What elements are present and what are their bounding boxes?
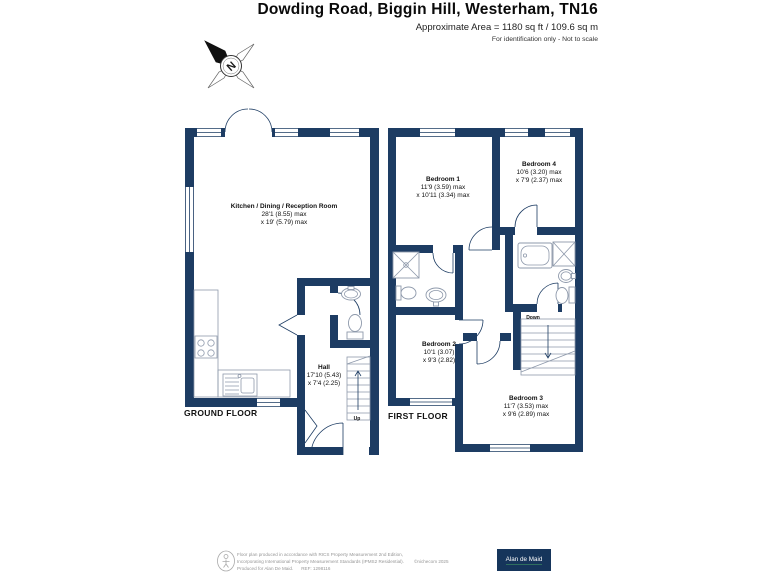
first-floor-walls bbox=[388, 128, 583, 452]
header: Dowding Road, Biggin Hill, Westerham, TN… bbox=[257, 1, 598, 43]
kitchen-counter bbox=[193, 289, 291, 398]
footer-copyright: ©nichecom 2025 bbox=[414, 559, 449, 564]
person-measure-icon bbox=[217, 550, 235, 572]
room-label-hall: Hall 17'10 (5.43) x 7'4 (2.25) bbox=[306, 364, 342, 387]
compass-rose-icon: N bbox=[204, 40, 255, 89]
room-label-kitchen: Kitchen / Dining / Reception Room 28'1 (… bbox=[230, 203, 338, 226]
stairs-up-label: Up bbox=[353, 416, 361, 422]
staircase-up bbox=[346, 355, 371, 421]
room-label-bedroom3: Bedroom 3 11'7 (3.53) max x 9'6 (2.89) m… bbox=[502, 395, 550, 418]
footer-disclaimer: Floor plan produced in accordance with R… bbox=[237, 551, 449, 572]
bathtub-icon bbox=[517, 242, 553, 269]
first-floor-label: FIRST FLOOR bbox=[388, 411, 448, 421]
toilet-icon bbox=[555, 287, 569, 304]
footer-line3: Produced for Alan De Maid. bbox=[237, 566, 294, 571]
staircase-down bbox=[520, 318, 576, 376]
bathroom-fixtures bbox=[517, 241, 576, 304]
stairs-down-label: Down bbox=[526, 315, 540, 321]
room-label-bedroom1: Bedroom 1 11'9 (3.59) max x 10'11 (3.34)… bbox=[416, 176, 470, 199]
ground-floor-plan bbox=[185, 108, 379, 456]
alan-de-maid-logo: Alan de Maid bbox=[497, 549, 551, 571]
ground-floor-windows bbox=[185, 128, 359, 407]
hob-icon bbox=[194, 335, 218, 359]
first-floor-plan bbox=[388, 128, 583, 452]
approximate-area: Approximate Area = 1180 sq ft / 109.6 sq… bbox=[415, 22, 598, 33]
toilet-icon bbox=[395, 285, 402, 301]
room-label-bedroom4: Bedroom 4 10'6 (3.20) max x 7'9 (2.37) m… bbox=[515, 161, 563, 184]
room-label-bedroom2: Bedroom 2 10'1 (3.07) x 9'3 (2.82) bbox=[422, 341, 456, 364]
scale-disclaimer: For identification only - Not to scale bbox=[491, 36, 598, 43]
first-floor-windows bbox=[410, 128, 570, 452]
shower-room-fixtures bbox=[392, 251, 447, 307]
page-title: Dowding Road, Biggin Hill, Westerham, TN… bbox=[257, 1, 598, 18]
wc-fixtures bbox=[341, 286, 364, 340]
ground-floor-label: GROUND FLOOR bbox=[184, 408, 258, 418]
footer-line1: Floor plan produced in accordance with R… bbox=[237, 552, 403, 557]
sink-icon bbox=[222, 373, 258, 397]
ground-floor-walls bbox=[185, 128, 379, 455]
footer-line2: Incorporating International Property Mea… bbox=[237, 559, 404, 564]
footer-ref: REF: 1298116 bbox=[301, 566, 331, 571]
